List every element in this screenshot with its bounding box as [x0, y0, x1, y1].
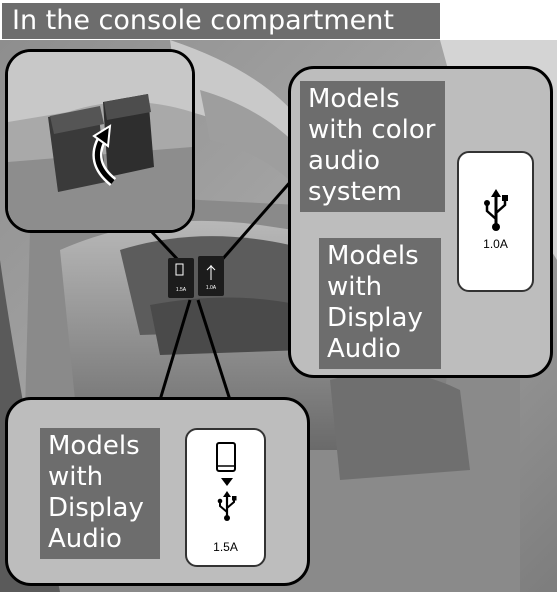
usb-amperage-bottom: 1.5A	[213, 540, 238, 554]
usb-cover-illustration	[8, 52, 192, 230]
smartphone-icon	[216, 442, 236, 472]
usb-icon	[217, 491, 237, 521]
arrow-down-icon	[221, 478, 233, 486]
label-display-audio-right: Models with Display Audio	[319, 238, 441, 369]
usb-port-card-1-0a: 1.0A	[457, 151, 534, 292]
usb-amperage-right: 1.0A	[483, 237, 508, 251]
usb-port-left	[168, 258, 194, 298]
zoom-callout	[5, 49, 195, 233]
callout-color-audio: Models with color audio system 1.0A Mode…	[288, 66, 553, 378]
usb-icon	[484, 189, 508, 231]
label-display-audio-bottom: Models with Display Audio	[40, 428, 160, 559]
usb-port-card-1-5a: 1.5A	[185, 428, 266, 567]
curved-arrow-icon	[92, 124, 112, 148]
section-title: In the console compartment	[2, 3, 440, 39]
port-left-amperage: 1.5A	[176, 287, 187, 293]
port-right-amperage: 1.0A	[206, 285, 217, 291]
label-color-audio: Models with color audio system	[300, 81, 445, 212]
callout-display-audio: Models with Display Audio 1.5A	[5, 397, 310, 586]
